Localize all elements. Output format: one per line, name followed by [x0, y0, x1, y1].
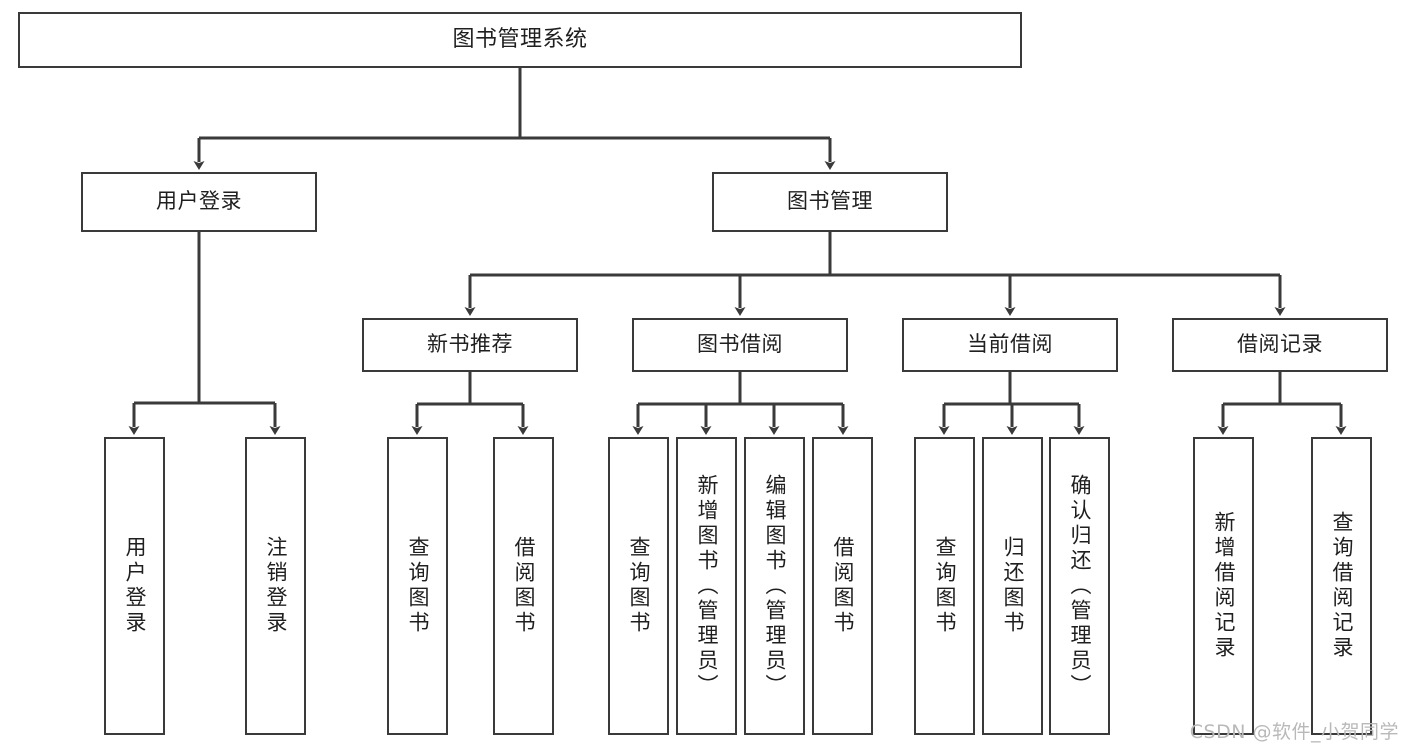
node-book-borrow[interactable]: 图书借阅: [632, 318, 848, 372]
node-current-borrow[interactable]: 当前借阅: [902, 318, 1118, 372]
leaf-label: 借阅图书: [831, 536, 855, 636]
node-borrow-record[interactable]: 借阅记录: [1172, 318, 1388, 372]
leaf-user-login-logout[interactable]: 注销登录: [245, 437, 306, 735]
node-root-system[interactable]: 图书管理系统: [18, 12, 1022, 68]
leaf-book-borrow-query-book[interactable]: 查询图书: [608, 437, 669, 735]
leaf-label: 确认归还（管理员）: [1068, 473, 1092, 699]
leaf-book-borrow-edit-book-admin[interactable]: 编辑图书（管理员）: [744, 437, 805, 735]
leaf-current-borrow-query-book[interactable]: 查询图书: [914, 437, 975, 735]
node-user-login[interactable]: 用户登录: [81, 172, 317, 232]
leaf-user-login-login[interactable]: 用户登录: [104, 437, 165, 735]
node-book-management[interactable]: 图书管理: [712, 172, 948, 232]
leaf-book-borrow-add-book-admin[interactable]: 新增图书（管理员）: [676, 437, 737, 735]
leaf-label: 编辑图书（管理员）: [763, 473, 787, 699]
leaf-label: 新增图书（管理员）: [695, 473, 719, 699]
leaf-label: 查询图书: [933, 536, 957, 636]
leaf-new-book-query-book[interactable]: 查询图书: [387, 437, 448, 735]
leaf-label: 查询图书: [406, 536, 430, 636]
leaf-label: 查询图书: [627, 536, 651, 636]
leaf-current-borrow-return-book[interactable]: 归还图书: [982, 437, 1043, 735]
leaf-label: 用户登录: [123, 536, 147, 636]
leaf-current-borrow-confirm-return-admin[interactable]: 确认归还（管理员）: [1049, 437, 1110, 735]
leaf-label: 归还图书: [1001, 536, 1025, 636]
leaf-label: 查询借阅记录: [1330, 511, 1354, 661]
leaf-new-book-borrow-book[interactable]: 借阅图书: [493, 437, 554, 735]
leaf-label: 借阅图书: [512, 536, 536, 636]
leaf-label: 新增借阅记录: [1212, 511, 1236, 661]
node-new-book-recommend[interactable]: 新书推荐: [362, 318, 578, 372]
csdn-watermark: CSDN @软件_小贺同学: [1189, 721, 1399, 743]
leaf-label: 注销登录: [264, 536, 288, 636]
leaf-borrow-record-add-record[interactable]: 新增借阅记录: [1193, 437, 1254, 735]
leaf-book-borrow-borrow-book[interactable]: 借阅图书: [812, 437, 873, 735]
leaf-borrow-record-query-record[interactable]: 查询借阅记录: [1311, 437, 1372, 735]
